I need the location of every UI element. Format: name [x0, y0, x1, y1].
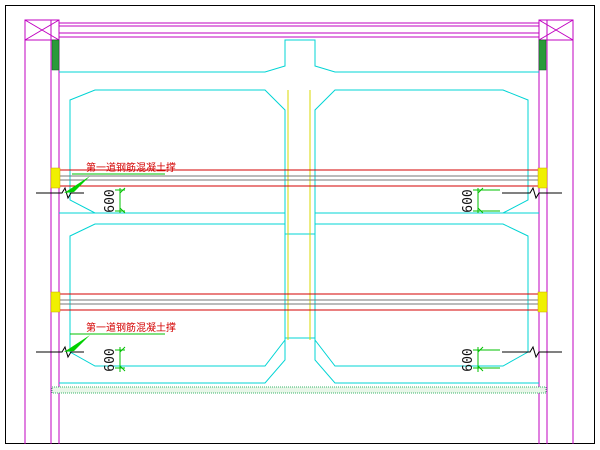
wale-block-ll: [50, 291, 61, 313]
strut-lower: [52, 293, 546, 311]
break-line-ur: [502, 186, 562, 200]
wall-fill-right: [538, 39, 547, 71]
bottom-slab: [51, 386, 547, 394]
corner-box-right: [538, 19, 574, 41]
central-column: [287, 90, 311, 340]
arrow-lower-note: [64, 335, 90, 352]
note-leader-upper: [64, 173, 165, 193]
note-text-lower: 第一道钢筋混凝土撑: [86, 321, 176, 334]
dimension-marker-ll: [115, 346, 126, 372]
dimension-text-ll: 600: [103, 348, 118, 371]
break-line-ll: [36, 345, 84, 359]
dimension-marker-ur: [473, 187, 500, 214]
dimension-text-lr: 600: [461, 348, 476, 371]
dimension-text-ul: 600: [103, 189, 118, 212]
note-text-upper: 第一道钢筋混凝土撑: [86, 161, 176, 174]
top-capping-beam: [59, 22, 539, 38]
corner-box-left: [24, 19, 60, 41]
strut-upper: [52, 169, 546, 187]
wale-block-lr: [537, 291, 548, 313]
note-leader-lower: [64, 333, 165, 352]
break-line-lr: [502, 345, 562, 359]
left-retaining-wall: [24, 20, 60, 444]
wale-block-ul: [50, 167, 61, 189]
dimension-marker-lr: [473, 346, 500, 372]
dimension-marker-ul: [115, 187, 126, 214]
dimension-text-ur: 600: [461, 189, 476, 212]
wall-fill-left: [51, 39, 60, 71]
sheet-frame: [5, 5, 595, 444]
wale-block-ur: [537, 167, 548, 189]
arrow-upper-note: [64, 176, 90, 193]
right-retaining-wall: [538, 20, 574, 444]
break-line-ul: [36, 186, 84, 200]
station-outline: [59, 39, 539, 384]
